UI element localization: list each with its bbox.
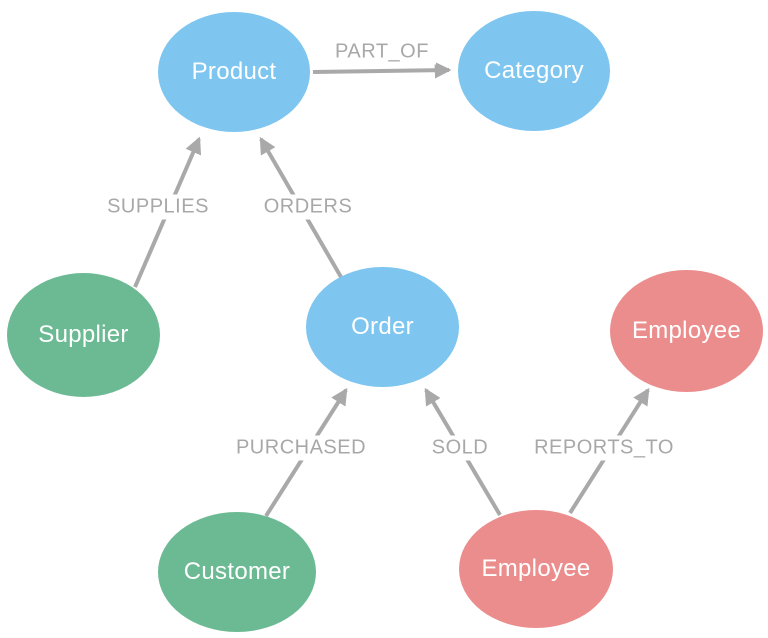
- node-supplier: Supplier: [7, 273, 160, 397]
- edge-label-sold: SOLD: [424, 435, 496, 461]
- node-product: Product: [158, 12, 310, 132]
- node-employee-bottom-label: Employee: [481, 555, 591, 582]
- node-employee-top: Employee: [610, 270, 763, 392]
- node-product-label: Product: [191, 58, 277, 85]
- node-employee-top-label: Employee: [631, 317, 742, 344]
- node-customer-label: Customer: [183, 558, 291, 585]
- node-order: Order: [306, 267, 459, 387]
- edge-label-purchased: PURCHASED: [228, 435, 374, 461]
- node-customer: Customer: [158, 512, 316, 632]
- edge-label-reports-to: REPORTS_TO: [527, 435, 681, 461]
- edge-part-of-line: [312, 61, 452, 79]
- node-category-label: Category: [484, 57, 584, 84]
- node-order-label: Order: [351, 313, 414, 340]
- edge-label-orders: ORDERS: [256, 194, 360, 220]
- edge-label-supplies: SUPPLIES: [100, 194, 216, 220]
- node-employee-bottom: Employee: [459, 510, 613, 628]
- edge-label-part-of: PART_OF: [328, 39, 436, 65]
- node-supplier-label: Supplier: [38, 321, 129, 348]
- node-category: Category: [458, 11, 610, 131]
